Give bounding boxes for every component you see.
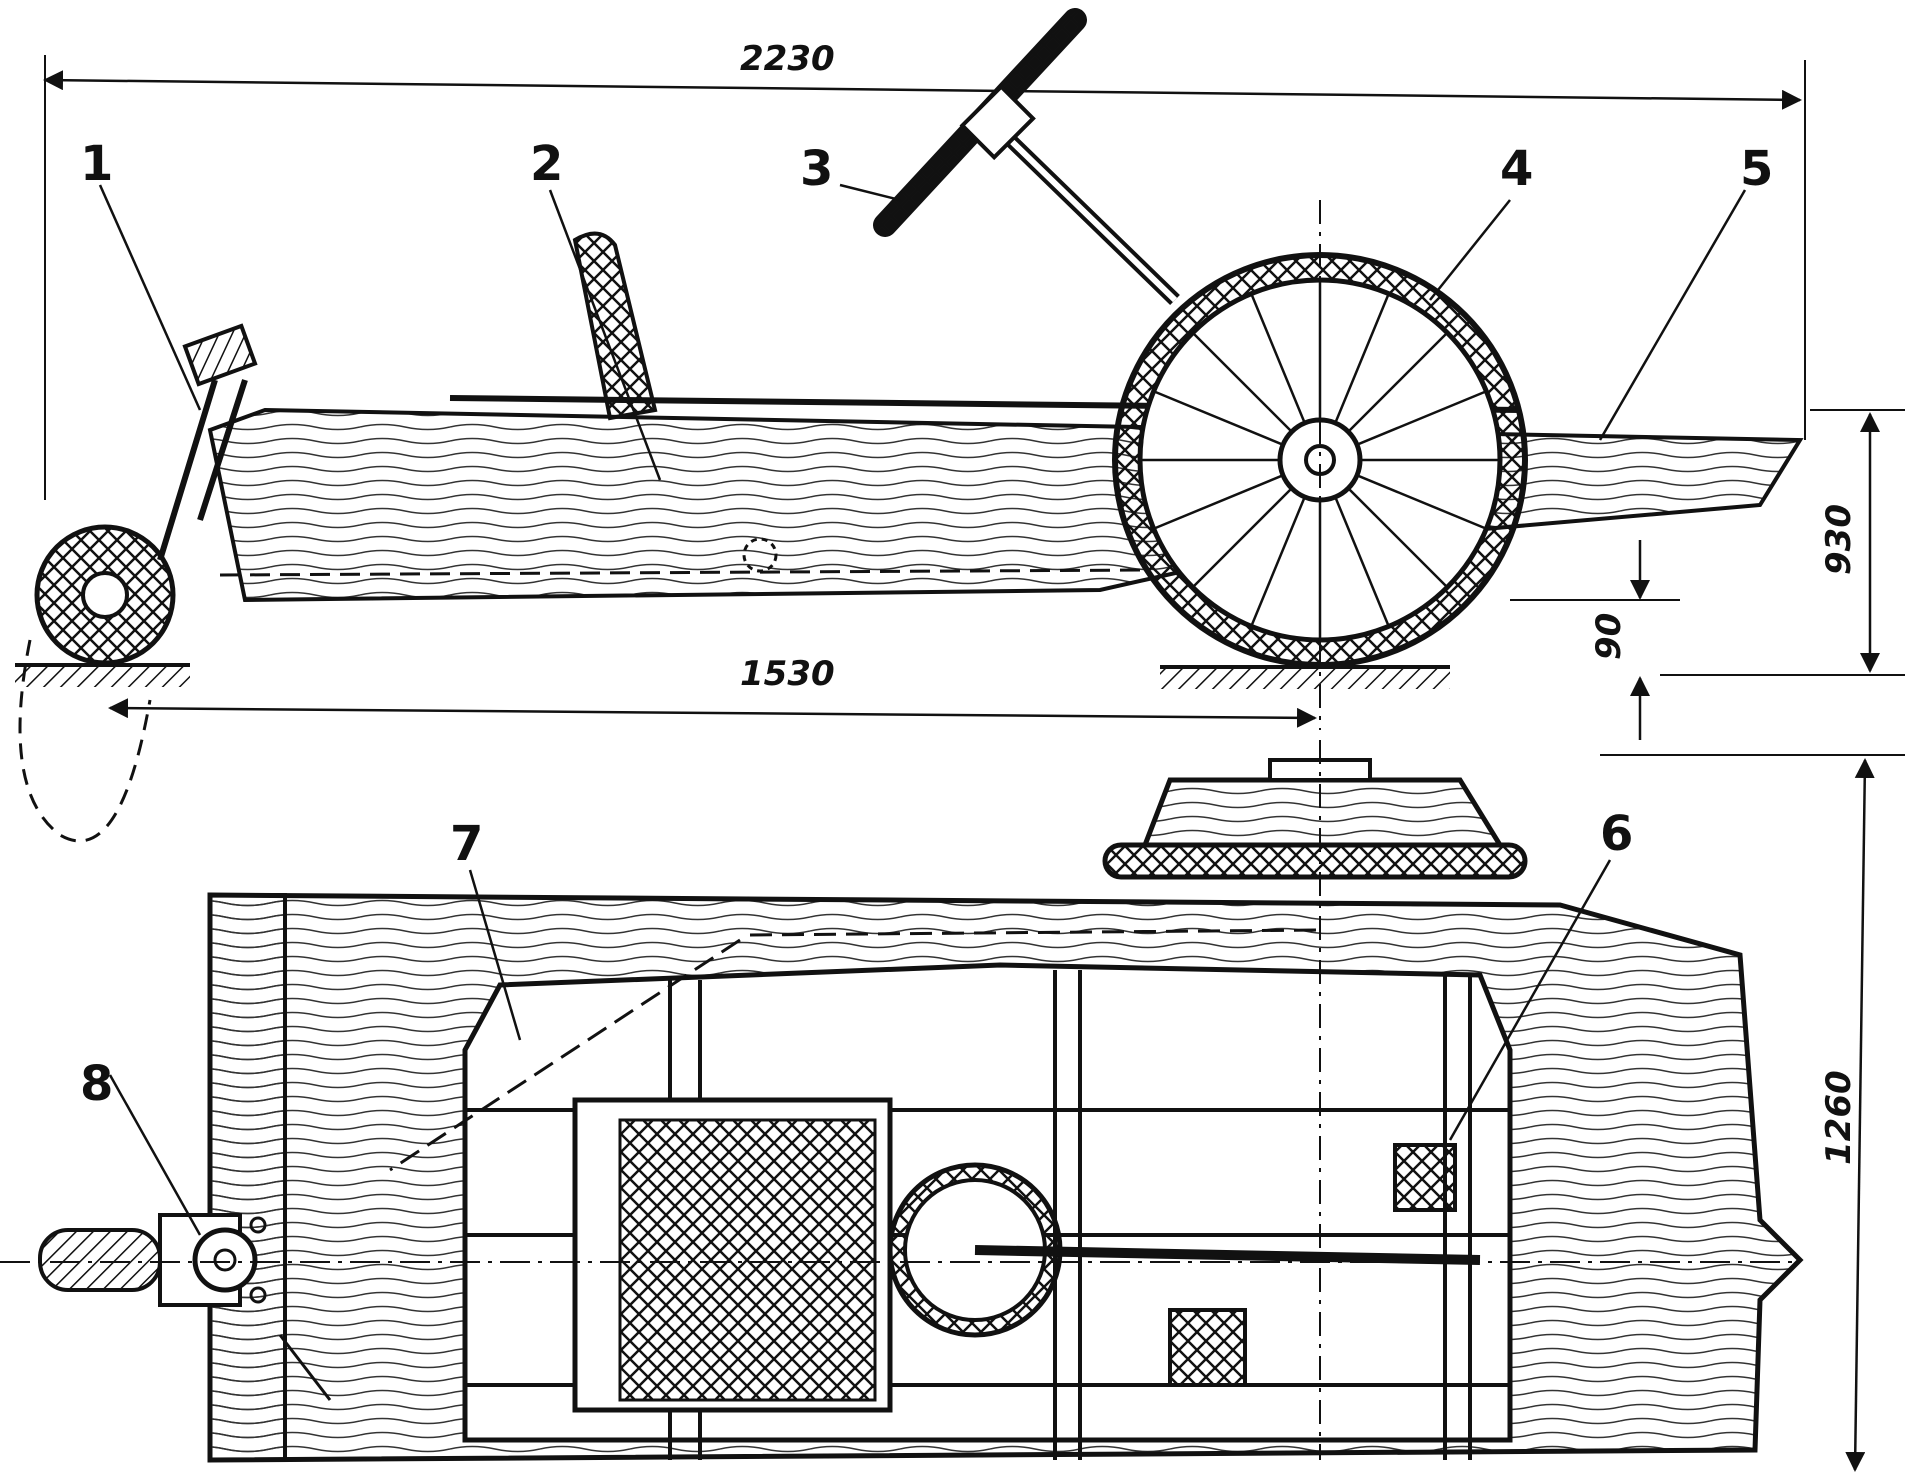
callout-3: 3 — [800, 141, 833, 197]
callout-4: 4 — [1500, 141, 1533, 197]
overall-length-label: 2230 — [740, 39, 835, 79]
callout-5: 5 — [1740, 141, 1773, 197]
callout-2: 2 — [530, 136, 563, 192]
callout-8: 8 — [80, 1056, 113, 1112]
callout-6: 6 — [1600, 806, 1633, 862]
width-label: 1260 — [1819, 1070, 1859, 1165]
top-leader-lines — [108, 859, 1612, 1236]
callout-labels: 1 2 3 4 5 6 7 8 — [80, 136, 1773, 1112]
tow-hitch — [38, 1213, 267, 1307]
ground-hatching — [15, 663, 1450, 689]
rear-wheel-top — [1141, 777, 1505, 848]
dimension-labels: 2230 1530 930 90 1260 — [740, 39, 1859, 1165]
ground-clearance-label: 90 — [1589, 613, 1629, 660]
right-pedal — [1393, 1143, 1457, 1212]
callout-1: 1 — [80, 136, 113, 192]
wheelbase-label: 1530 — [740, 654, 835, 694]
width-dimension-line — [1845, 758, 1875, 1472]
side-view — [15, 8, 1905, 843]
front-wheel-swing-path — [18, 639, 152, 843]
top-view — [0, 740, 1905, 1472]
leader-lines — [98, 183, 1747, 481]
left-pedal — [1168, 1308, 1247, 1387]
height-label: 930 — [1819, 504, 1859, 575]
seat-back — [572, 231, 658, 421]
overall-length-dimension-line — [43, 70, 1802, 110]
brake-cable — [389, 928, 1321, 1172]
front-fork — [157, 379, 248, 561]
wheelbase-dimension-line — [108, 698, 1317, 728]
callout-7: 7 — [450, 816, 483, 872]
